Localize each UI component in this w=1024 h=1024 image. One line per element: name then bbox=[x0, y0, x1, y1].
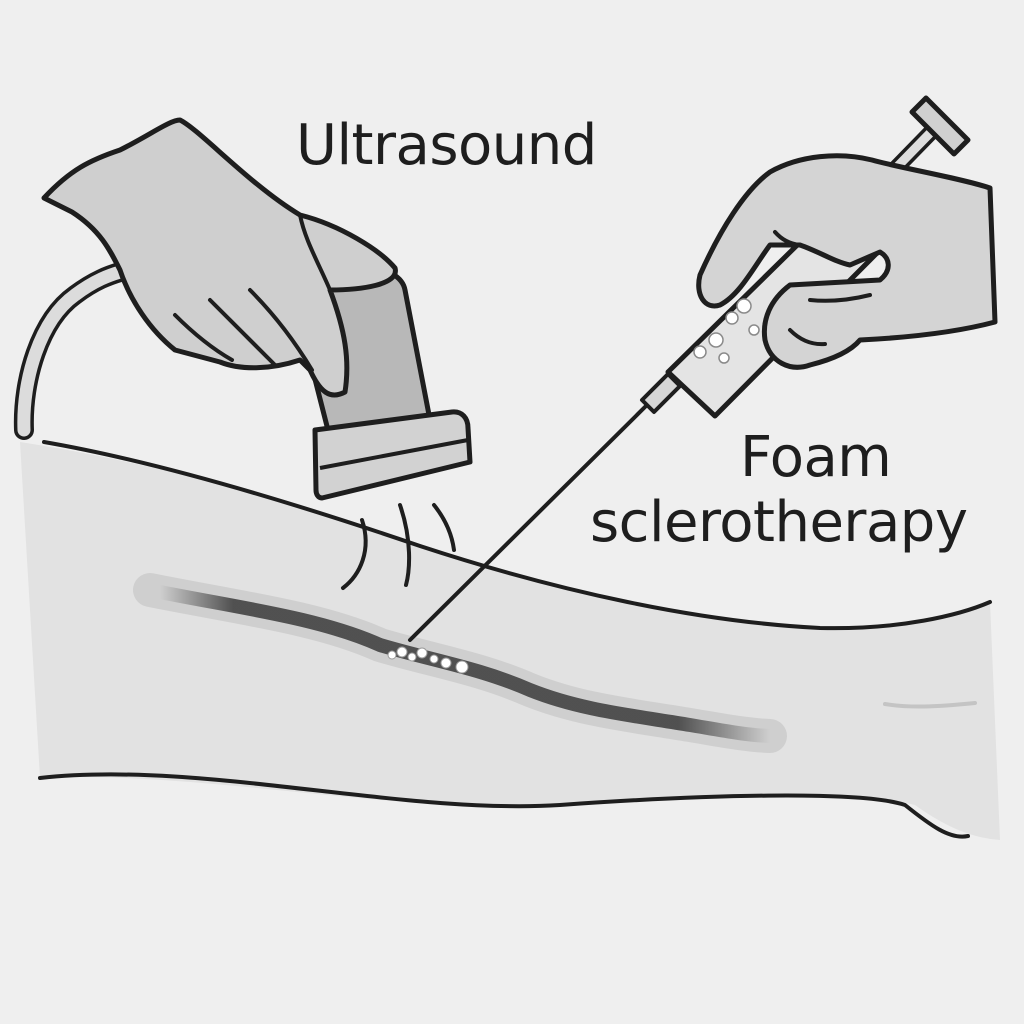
foam-bubble-icon bbox=[440, 657, 452, 669]
thumb-line bbox=[298, 213, 332, 292]
syringe-needle bbox=[408, 400, 652, 642]
knuckle-line-1 bbox=[788, 328, 827, 347]
foam-bubble-icon bbox=[748, 324, 760, 336]
foam-bubble-icon bbox=[708, 332, 724, 348]
wave-3 bbox=[432, 503, 456, 552]
foam-bubble-icon bbox=[407, 652, 417, 662]
ultrasound-waves bbox=[341, 503, 456, 590]
foam-bubble-icon bbox=[736, 298, 752, 314]
foam-bubble-icon bbox=[416, 647, 428, 659]
leg-lower-outline bbox=[38, 772, 970, 839]
foam-bubble-icon bbox=[718, 352, 730, 364]
syringe-foam bbox=[693, 298, 760, 364]
probe-cable-fill bbox=[17, 265, 127, 437]
foam-bubbles bbox=[387, 646, 469, 674]
right-gloved-hand bbox=[696, 153, 998, 370]
foam-bubble-icon bbox=[455, 660, 469, 674]
wave-1 bbox=[341, 518, 368, 590]
foam-bubble-icon bbox=[725, 311, 739, 325]
finger-line-3 bbox=[173, 313, 234, 362]
left-gloved-hand bbox=[41, 117, 398, 398]
foam-bubble-icon bbox=[396, 646, 408, 658]
foam-label-line2: sclerotherapy bbox=[590, 490, 968, 555]
leg-upper-outline bbox=[42, 440, 992, 631]
ultrasound-label: Ultrasound bbox=[296, 113, 597, 178]
gloved-hand-icon bbox=[696, 153, 998, 370]
finger-line-2 bbox=[208, 298, 277, 367]
probe-face-line bbox=[319, 438, 469, 470]
finger-line-1 bbox=[248, 288, 314, 372]
foam-label-line1: Foam bbox=[740, 425, 892, 490]
foam-bubble-icon bbox=[693, 345, 707, 359]
wave-2 bbox=[398, 503, 412, 587]
vein-lumen bbox=[153, 585, 777, 743]
skin-crease bbox=[883, 701, 977, 709]
knuckle-line-3 bbox=[773, 230, 802, 247]
syringe-plunger-cap bbox=[909, 95, 971, 157]
foam-bubble-icon bbox=[429, 654, 439, 664]
varicose-vein bbox=[133, 573, 787, 753]
foam-bubble-icon bbox=[387, 650, 397, 660]
knuckle-line-2 bbox=[808, 293, 872, 303]
